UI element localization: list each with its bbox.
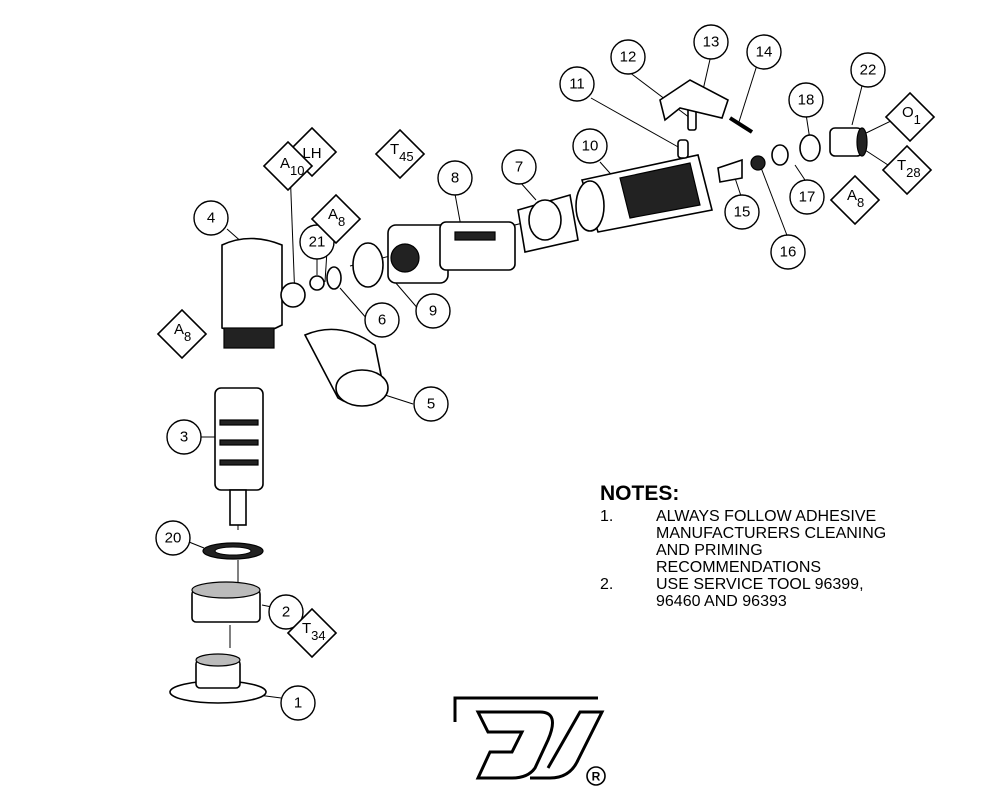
callout-18: 18 <box>788 82 824 118</box>
svg-text:6: 6 <box>378 312 386 329</box>
svg-text:R: R <box>592 770 601 784</box>
part-1-backing-pad <box>169 653 267 704</box>
callout-15: 15 <box>724 194 760 230</box>
svg-text:18: 18 <box>798 92 815 109</box>
part-9-oring <box>352 242 384 288</box>
part-21-bearing <box>309 275 325 291</box>
svg-text:A8: A8 <box>174 321 191 344</box>
note-number: 1. <box>600 508 614 525</box>
part-10-housing <box>575 154 713 233</box>
callout-7: 7 <box>501 149 537 185</box>
callout-6: 6 <box>364 302 400 338</box>
part-14-lever-pin <box>728 116 754 134</box>
svg-text:12: 12 <box>620 49 637 66</box>
notes-title: NOTES: <box>600 482 680 505</box>
callout-2: 2 <box>268 594 304 630</box>
spec-o1: O1 <box>884 91 936 143</box>
callout-20: 20 <box>155 520 191 556</box>
svg-text:T28: T28 <box>897 157 921 180</box>
part-8-motor-cylinder <box>387 221 516 284</box>
part-3-rotor-housing <box>214 387 264 526</box>
callout-11: 11 <box>559 66 595 102</box>
spec-a8-top: A8 <box>310 193 362 245</box>
spec-a8-right: A8 <box>829 174 881 226</box>
callout-14: 14 <box>746 34 782 70</box>
svg-text:3: 3 <box>180 429 188 446</box>
part-11-pin <box>677 139 689 159</box>
svg-text:1: 1 <box>294 695 302 712</box>
svg-text:9: 9 <box>429 303 437 320</box>
callout-1: 1 <box>280 685 316 721</box>
part-16-valve-seat <box>750 155 766 171</box>
callout-22: 22 <box>850 52 886 88</box>
callout-9: 9 <box>415 293 451 329</box>
spec-t45: T45 <box>374 128 426 180</box>
note-line: ALWAYS FOLLOW ADHESIVE <box>656 508 877 525</box>
note-text: USE SERVICE TOOL 96399, 96460 AND 96393 <box>656 576 960 610</box>
brand-logo: R <box>453 696 606 786</box>
callout-5: 5 <box>413 386 449 422</box>
svg-text:8: 8 <box>451 170 459 187</box>
part-15-valve <box>717 158 743 183</box>
svg-text:22: 22 <box>860 62 877 79</box>
svg-text:10: 10 <box>582 138 599 155</box>
spec-a8-left: A8 <box>156 308 208 360</box>
part-7-sleeve <box>517 193 579 253</box>
callout-10: 10 <box>572 128 608 164</box>
svg-text:13: 13 <box>703 34 720 51</box>
note-number: 2. <box>600 576 614 593</box>
svg-text:16: 16 <box>780 244 797 261</box>
svg-text:11: 11 <box>569 76 585 93</box>
part-20-washer <box>202 542 264 560</box>
svg-text:T34: T34 <box>302 620 326 643</box>
callouts: 1 2 3 4 5 6 7 8 9 10 11 12 13 14 15 16 1… <box>155 24 886 721</box>
callout-17: 17 <box>789 179 825 215</box>
notes-block: NOTES: 1. ALWAYS FOLLOW ADHESIVE MANUFAC… <box>600 482 960 610</box>
callout-12: 12 <box>610 39 646 75</box>
note-item: 2. USE SERVICE TOOL 96399, 96460 AND 963… <box>600 576 960 610</box>
spec-t34: T34 <box>286 607 338 659</box>
note-line: MANUFACTURERS CLEANING <box>656 525 887 542</box>
spec-diamonds: LH A10 T45 A8 A8 T34 O1 T28 <box>156 91 936 659</box>
svg-text:2: 2 <box>282 604 290 621</box>
spec-t28: T28 <box>881 144 933 196</box>
part-5-grip-sleeve <box>303 328 389 407</box>
note-line: RECOMMENDATIONS <box>656 559 822 576</box>
svg-text:7: 7 <box>515 159 523 176</box>
svg-text:15: 15 <box>734 204 751 221</box>
svg-text:A10: A10 <box>280 155 304 178</box>
svg-text:14: 14 <box>756 44 773 61</box>
note-item: 1. ALWAYS FOLLOW ADHESIVE MANUFACTURERS … <box>600 508 960 576</box>
part-2-collet-nut <box>191 581 261 623</box>
note-text: ALWAYS FOLLOW ADHESIVE MANUFACTURERS CLE… <box>656 508 960 576</box>
part-18-oring <box>799 134 821 162</box>
svg-text:A8: A8 <box>328 206 345 229</box>
svg-text:A8: A8 <box>847 187 864 210</box>
svg-text:21: 21 <box>309 234 326 251</box>
note-line: USE SERVICE TOOL 96399, <box>656 576 864 593</box>
svg-text:LH: LH <box>302 145 321 162</box>
note-line: 96460 AND 96393 <box>656 593 787 610</box>
callout-4: 4 <box>193 200 229 236</box>
part-22-inlet-bushing <box>829 127 868 157</box>
svg-text:17: 17 <box>799 189 816 206</box>
spec-a10: A10 <box>262 140 314 192</box>
callout-3: 3 <box>166 419 202 455</box>
callout-16: 16 <box>770 234 806 270</box>
svg-text:T45: T45 <box>390 141 414 164</box>
svg-text:20: 20 <box>165 530 182 547</box>
part-6-oring <box>326 266 342 290</box>
callout-8: 8 <box>437 160 473 196</box>
callout-13: 13 <box>693 24 729 60</box>
part-4-angle-head <box>221 237 306 349</box>
svg-text:O1: O1 <box>902 104 921 127</box>
svg-text:4: 4 <box>207 210 215 227</box>
note-line: AND PRIMING <box>656 542 763 559</box>
part-17-spring <box>771 144 789 166</box>
svg-text:5: 5 <box>427 396 435 413</box>
part-13-throttle-lever <box>659 79 729 122</box>
